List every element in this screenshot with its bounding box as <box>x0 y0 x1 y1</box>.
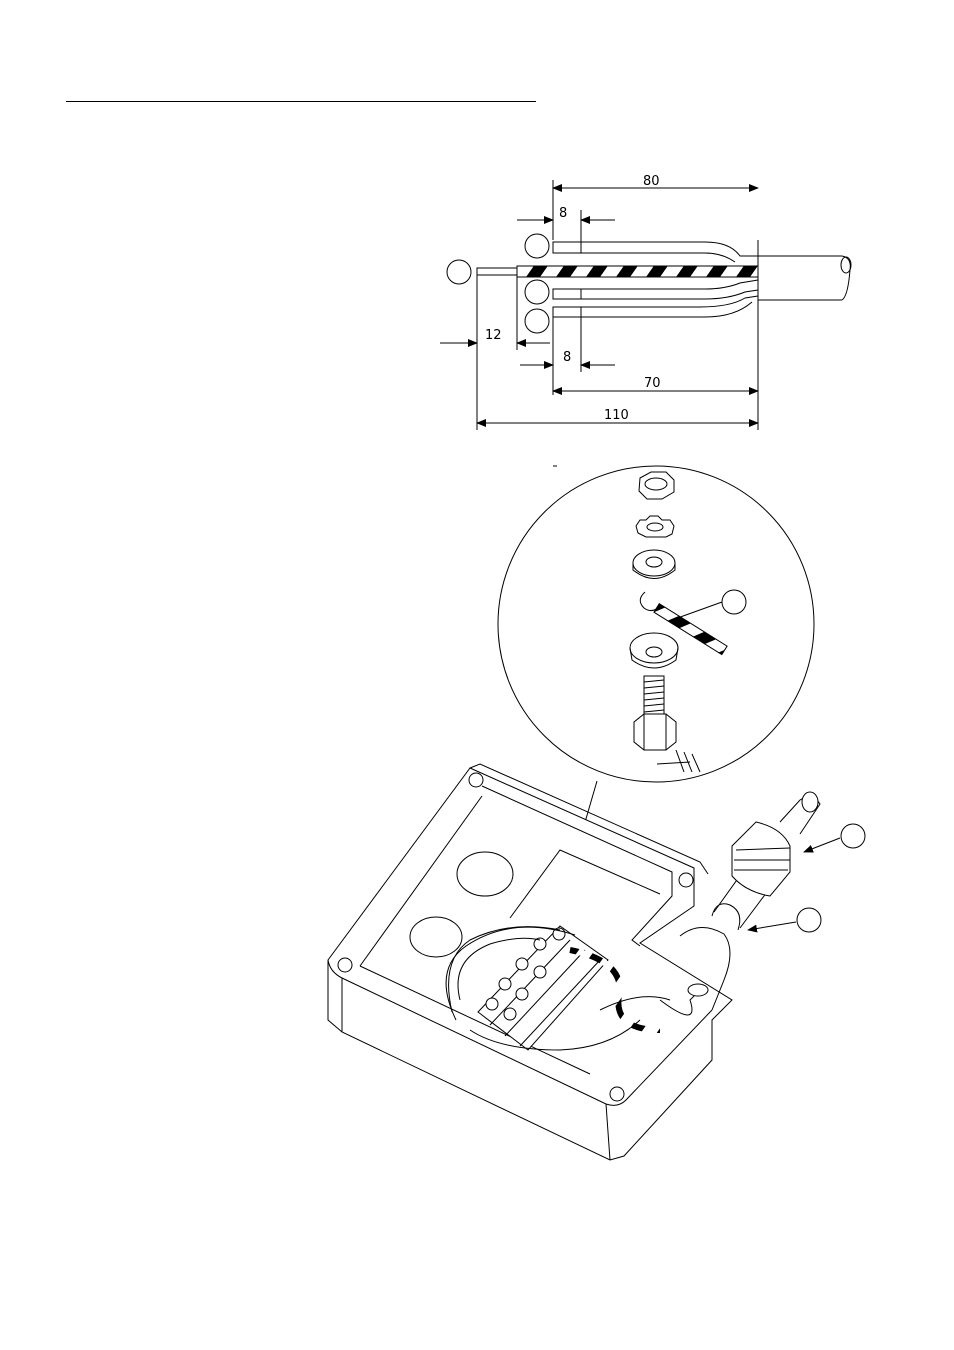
callout-circle <box>722 590 746 614</box>
callout-circle <box>797 908 821 932</box>
dim-12: 12 <box>485 328 502 343</box>
dim-8-bottom: 8 <box>563 350 571 365</box>
callout-circle <box>525 280 549 304</box>
junction-box <box>328 764 865 1160</box>
callout-circle <box>841 824 865 848</box>
dim-70: 70 <box>644 376 661 391</box>
callout-circle <box>525 309 549 333</box>
dim-8-top: 8 <box>559 206 567 221</box>
dim-80: 80 <box>643 174 660 189</box>
dim-110: 110 <box>604 408 629 423</box>
callout-circle <box>525 234 549 258</box>
callout-circle <box>447 260 471 284</box>
cable-strip-drawing <box>440 180 851 430</box>
